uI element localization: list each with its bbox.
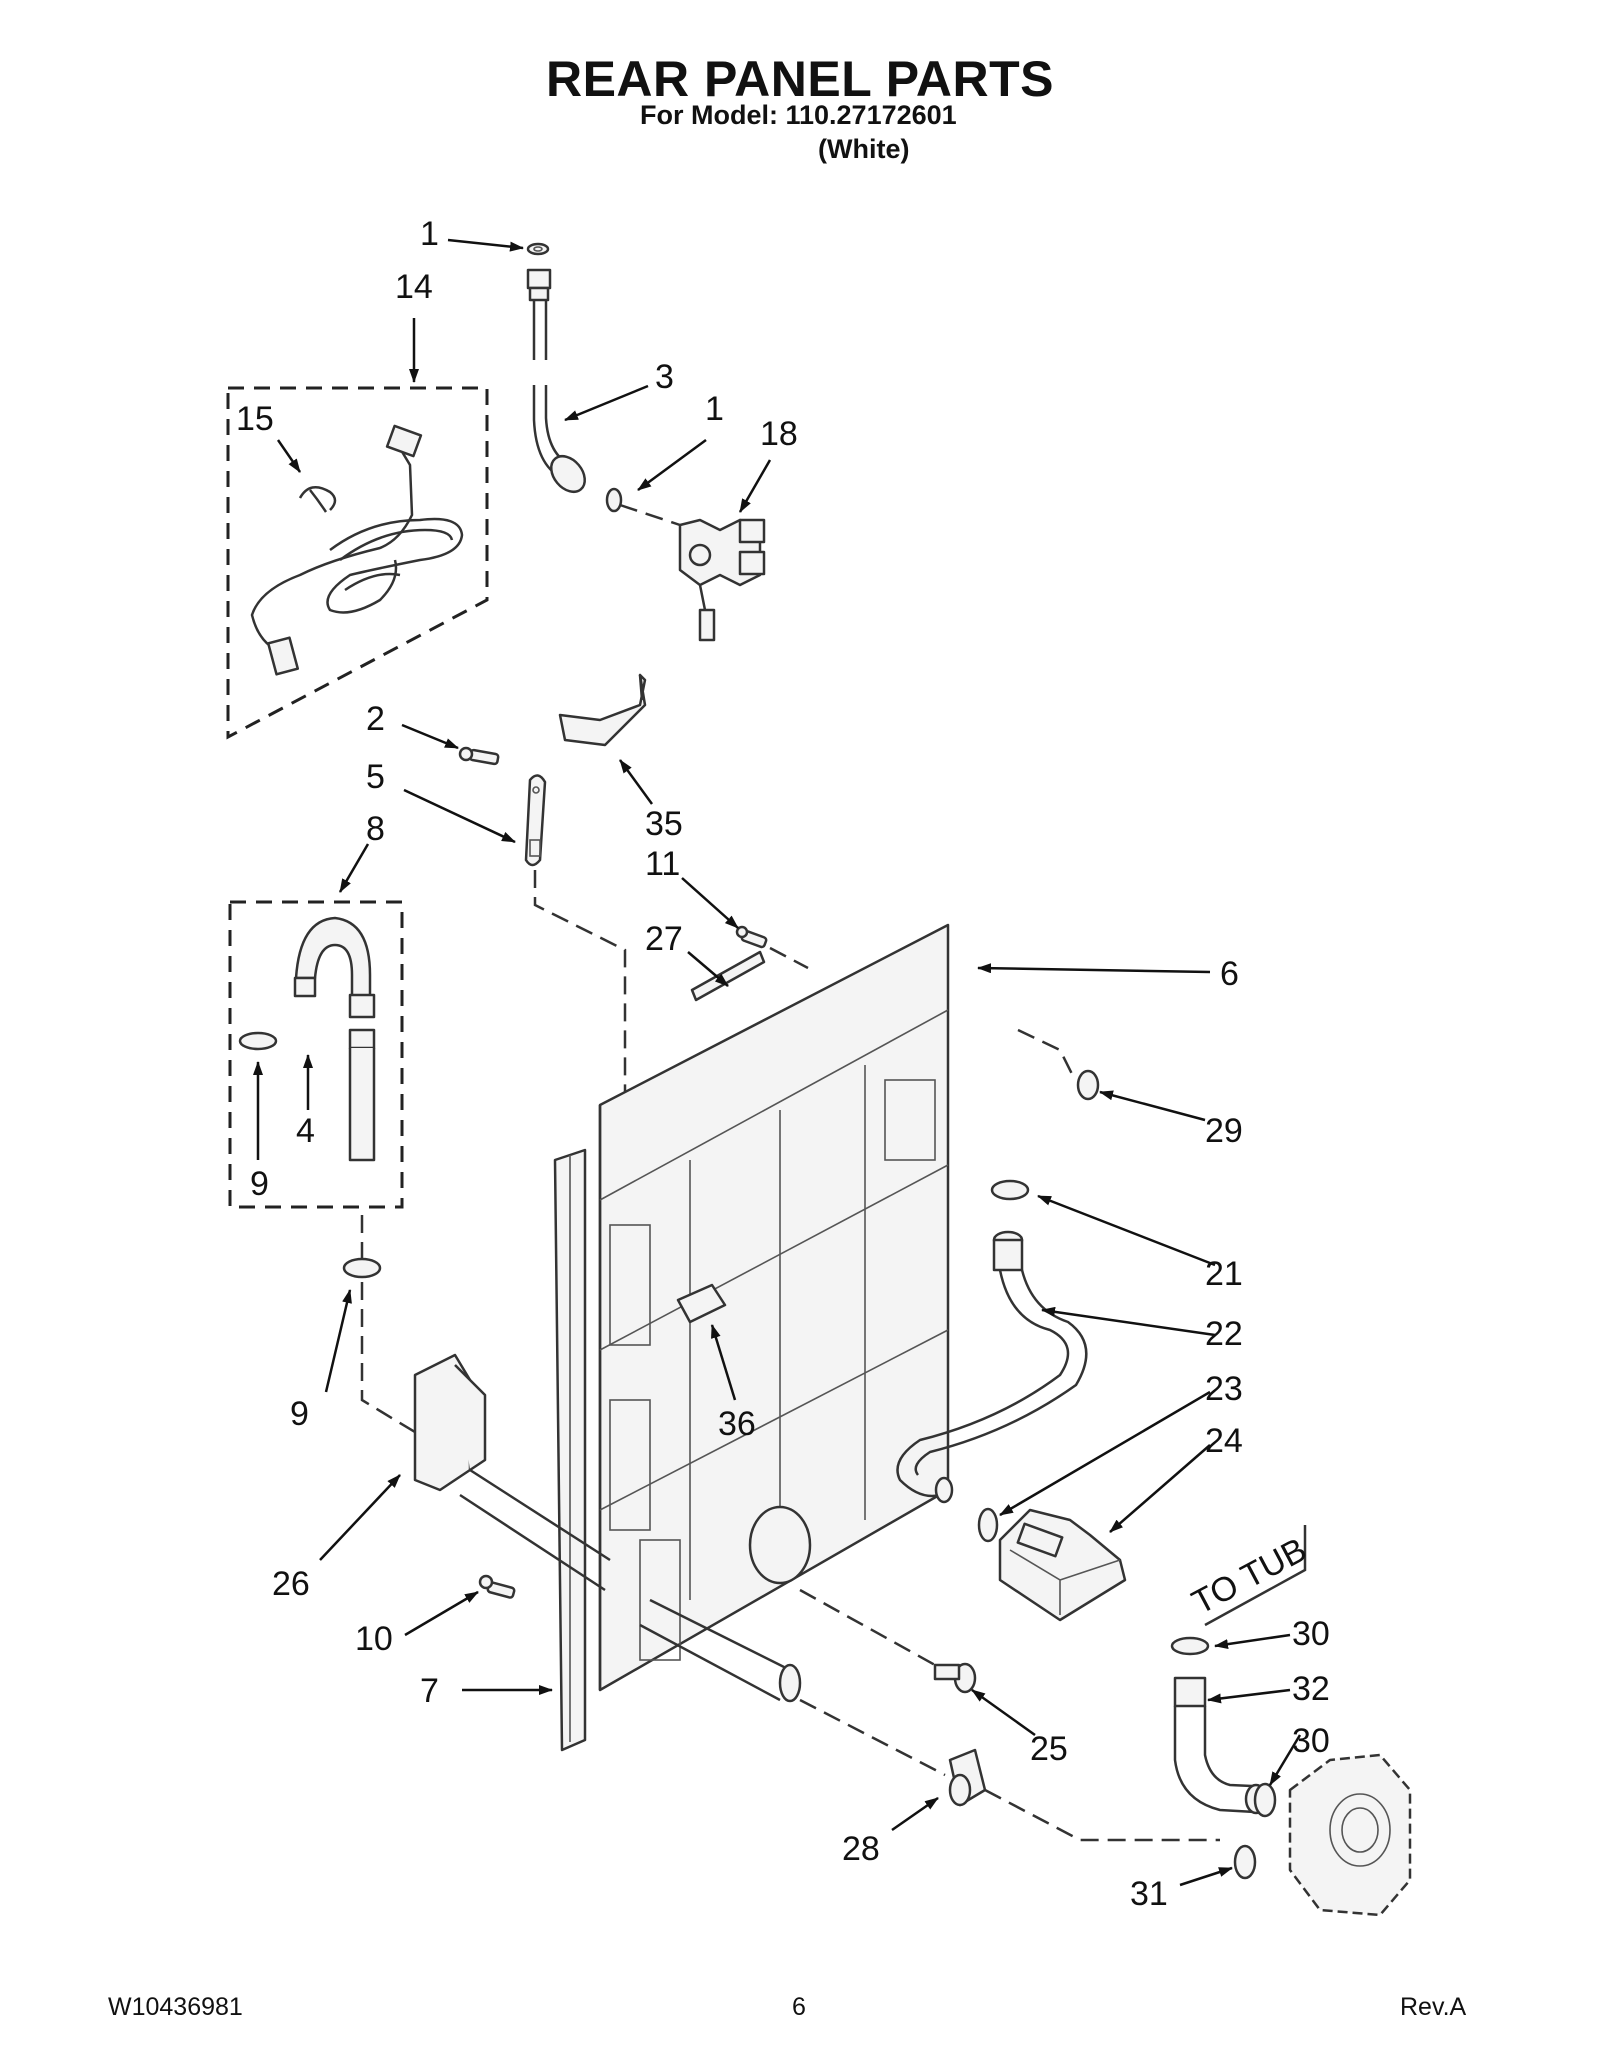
inlet-washer-top [526, 242, 550, 256]
leader-29 [1017, 1028, 1077, 1081]
callout-label: 32 [1292, 1670, 1330, 1708]
callout-label: 8 [366, 810, 385, 848]
callout-label: 30 [1292, 1722, 1330, 1760]
drain-hose-kit-box [228, 900, 404, 1209]
callout-label: 2 [366, 700, 385, 738]
clamp-21 [990, 1179, 1030, 1201]
callout-label: 15 [236, 400, 274, 438]
callout-label: 36 [718, 1405, 756, 1443]
callout-label: 31 [1130, 1875, 1168, 1913]
callout-label: 6 [1220, 955, 1239, 993]
callout-label: 27 [645, 920, 683, 958]
clamp-30-lower [1253, 1782, 1277, 1818]
callout-label: 11 [645, 845, 680, 883]
screw-rail [478, 1574, 516, 1599]
page-number: 6 [792, 1993, 806, 2021]
callout-label: 14 [395, 268, 433, 306]
drain-hose-corrugated [459, 1468, 802, 1703]
hose-clip [524, 774, 547, 867]
to-tub-bracket [1204, 1525, 1307, 1627]
callout-label: 1 [705, 390, 724, 428]
rear-panel [598, 923, 950, 1692]
callout-label: 3 [655, 358, 674, 396]
hose-clamp-lower [342, 1215, 421, 1437]
clamp-23 [977, 1507, 999, 1543]
callout-label: 4 [296, 1112, 315, 1150]
pump [1288, 1753, 1412, 1917]
clamp-31 [1233, 1844, 1257, 1880]
callout-label: 9 [290, 1395, 309, 1433]
callout-label: 21 [1205, 1255, 1243, 1293]
side-rail [553, 1148, 587, 1752]
hose-bracket [558, 673, 647, 747]
callout-label: 7 [420, 1672, 439, 1710]
page-title: REAR PANEL PARTS [545, 51, 1055, 107]
power-cord [250, 424, 464, 676]
screw-top [458, 746, 500, 766]
callout-arrows [253, 238, 1302, 1887]
drain-bracket [413, 1353, 487, 1492]
callout-label: 18 [760, 415, 798, 453]
hose-coupling [799, 1698, 1220, 1842]
callout-label: 22 [1205, 1315, 1243, 1353]
callout-label: 10 [355, 1620, 393, 1658]
clamp-30-top [1170, 1636, 1210, 1656]
callout-label: 1 [420, 215, 439, 253]
model-color: (White) [818, 134, 910, 164]
clamp-29 [1076, 1069, 1100, 1101]
leader-clip [533, 870, 627, 1180]
inlet-washer-valve [605, 487, 681, 527]
document-number: W10436981 [108, 1993, 243, 2021]
hose-clamp-box [238, 1031, 278, 1051]
screw-panel-top [735, 925, 809, 970]
revision-label: Rev.A [1400, 1993, 1467, 2021]
model-number: For Model: 110.27172601 [640, 100, 957, 130]
callout-label: 35 [645, 805, 683, 843]
callout-label: 28 [842, 1830, 880, 1868]
callout-label: 26 [272, 1565, 310, 1603]
callout-label: 5 [366, 758, 385, 796]
callout-label: 24 [1205, 1422, 1243, 1460]
callout-label: 23 [1205, 1370, 1243, 1408]
callout-label: 29 [1205, 1112, 1243, 1150]
panel-brace [690, 950, 766, 1002]
callout-label: 9 [250, 1165, 269, 1203]
power-cord-kit-box [226, 386, 489, 740]
air-dome [998, 1508, 1127, 1622]
drain-hose [293, 916, 376, 1162]
callout-label: 30 [1292, 1615, 1330, 1653]
water-valve [678, 518, 766, 642]
inlet-hose [526, 268, 586, 494]
callout-label: 25 [1030, 1730, 1068, 1768]
plug [799, 1588, 977, 1694]
